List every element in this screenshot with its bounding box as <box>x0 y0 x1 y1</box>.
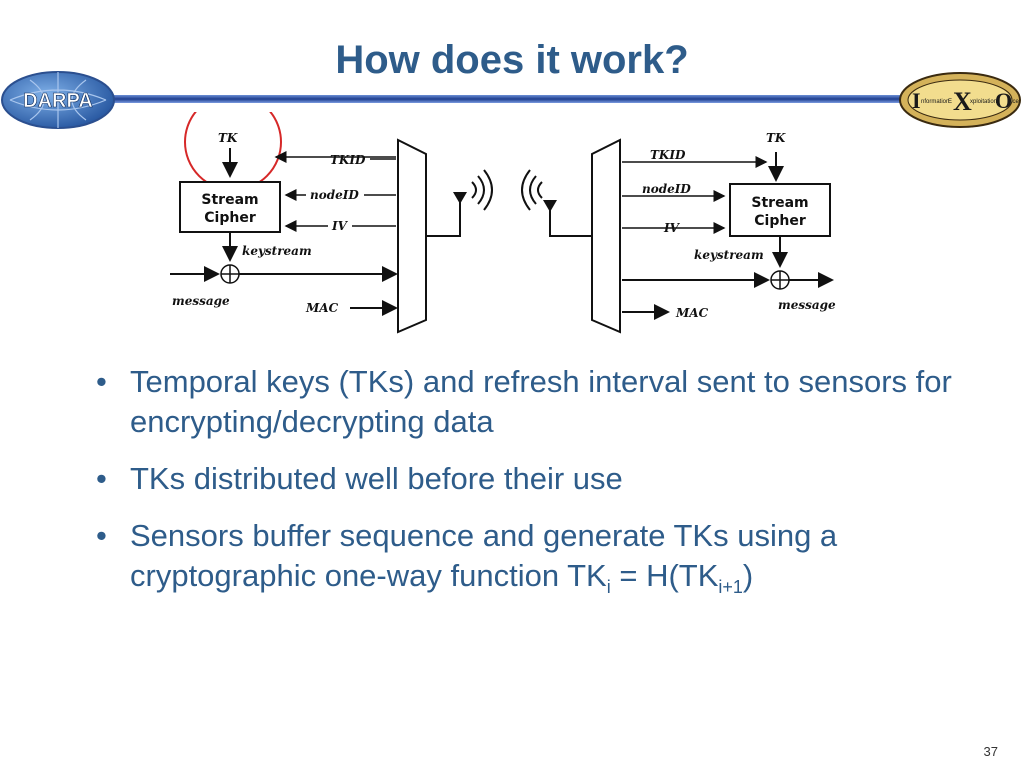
slide-title: How does it work? <box>335 38 689 82</box>
ixo-letter-x: X <box>953 87 972 116</box>
left-box-line2: Cipher <box>204 210 256 226</box>
bullet-item: • TKs distributed well before their use <box>92 459 962 499</box>
ixo-letter-i: I <box>912 88 921 113</box>
encryption-diagram: TK Stream Cipher TKID nodeID IV keystrea… <box>170 112 836 334</box>
right-multiplexer <box>591 138 621 334</box>
left-multiplexer <box>397 138 427 334</box>
darpa-logo: DARPA <box>1 71 115 129</box>
left-mac-label: MAC <box>305 301 339 315</box>
right-antenna-line <box>549 208 592 237</box>
ixo-word-2: E <box>948 99 952 105</box>
left-antenna-line <box>426 200 461 237</box>
left-keystream-label: keystream <box>242 244 312 258</box>
right-tk-label: TK <box>766 131 786 145</box>
ixo-word-4: ffice <box>1008 99 1020 105</box>
right-keystream-label: keystream <box>694 248 764 262</box>
tk-highlight-circle <box>184 112 282 191</box>
left-nodeid-label: nodeID <box>310 188 359 202</box>
bullet-item: • Sensors buffer sequence and generate T… <box>92 516 962 607</box>
darpa-logo-text: DARPA <box>23 90 93 112</box>
left-signal-waves <box>471 169 493 211</box>
bullet-text-mid: = H(TK <box>610 558 719 593</box>
left-box-line1: Stream <box>201 192 258 208</box>
bullet-item: • Temporal keys (TKs) and refresh interv… <box>92 362 962 442</box>
ixo-word-3: xploitation <box>970 99 997 105</box>
bullet-text: TKs distributed well before their use <box>130 461 623 496</box>
bullet-text-end: ) <box>742 558 754 593</box>
right-antenna <box>543 200 557 212</box>
subscript-i-plus-1: i+1 <box>718 577 743 598</box>
ixo-word-1: nformation <box>921 99 949 105</box>
left-antenna <box>453 192 467 204</box>
right-box-line2: Cipher <box>754 213 806 229</box>
ixo-logo: I X O nformation E xploitation ffice <box>899 72 1021 128</box>
bullet-text: Sensors buffer sequence and generate TKs… <box>130 518 838 593</box>
header-rule <box>100 95 910 103</box>
bullet-text: Temporal keys (TKs) and refresh interval… <box>130 364 952 439</box>
bullet-glyph: • <box>96 364 107 399</box>
right-signal-waves <box>521 169 543 211</box>
slide-number: 37 <box>983 744 998 759</box>
right-box-line1: Stream <box>751 195 808 211</box>
ixo-letter-o: O <box>995 88 1012 113</box>
right-mac-label: MAC <box>675 306 709 320</box>
right-message-label: message <box>778 298 836 312</box>
left-message-label: message <box>172 294 230 308</box>
left-tk-label: TK <box>218 131 238 145</box>
right-nodeid-label: nodeID <box>642 182 691 196</box>
left-tkid-label: TKID <box>330 153 366 167</box>
left-iv-label: IV <box>331 219 349 233</box>
right-iv-label: IV <box>663 221 681 235</box>
subscript-i: i <box>606 577 611 598</box>
bullet-glyph: • <box>96 461 107 496</box>
bullet-glyph: • <box>96 518 107 553</box>
right-tkid-label: TKID <box>650 148 686 162</box>
header-bar: DARPA I X O nformation E xploitation ffi… <box>1 71 1021 129</box>
bullet-list: • Temporal keys (TKs) and refresh interv… <box>92 362 962 624</box>
